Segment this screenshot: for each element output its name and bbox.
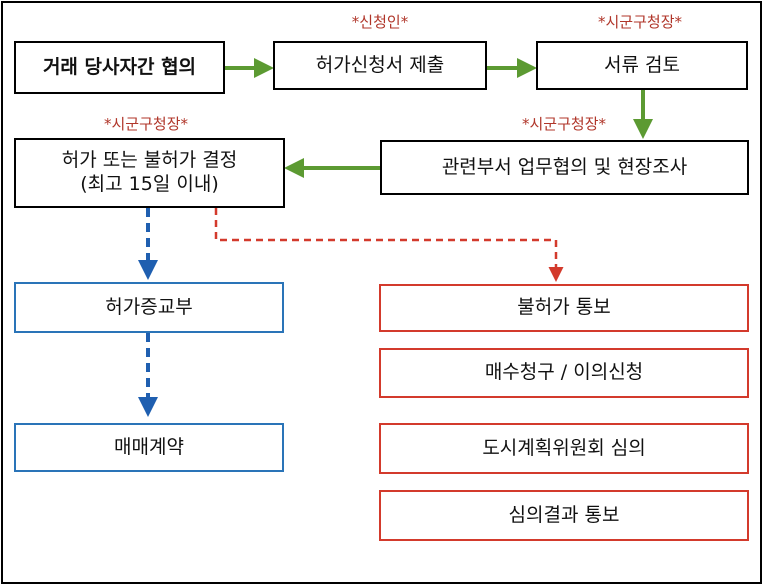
node-purchase-request-objection: 매수청구 / 이의신청 (379, 348, 749, 398)
node-rejection-notice: 불허가 통보 (379, 284, 749, 332)
node-urban-planning-review-label: 도시계획위원회 심의 (482, 436, 646, 459)
node-purchase-request-objection-label: 매수청구 / 이의신청 (484, 361, 644, 384)
node-review-result-notice-label: 심의결과 통보 (508, 503, 620, 526)
actor-label-mayor-review: *시군구청장* (597, 13, 683, 31)
node-negotiation: 거래 당사자간 협의 (14, 41, 225, 94)
node-negotiation-label: 거래 당사자간 협의 (42, 55, 197, 78)
node-decision-label: 허가 또는 불허가 결정 (61, 149, 238, 172)
node-dept-consult-survey-label: 관련부서 업무협의 및 현장조사 (441, 155, 688, 178)
actor-label-mayor-consult: *시군구청장* (521, 115, 607, 133)
node-document-review-label: 서류 검토 (604, 53, 680, 76)
node-submit-application: 허가신청서 제출 (273, 41, 487, 90)
node-dept-consult-survey: 관련부서 업무협의 및 현장조사 (380, 140, 749, 195)
node-urban-planning-review: 도시계획위원회 심의 (379, 423, 749, 474)
node-sale-contract-label: 매매계약 (114, 435, 184, 458)
actor-label-mayor-decision: *시군구청장* (103, 115, 189, 133)
actor-label-applicant: *신청인* (351, 13, 409, 31)
node-decision-sublabel: (최고 15일 이내) (80, 173, 219, 195)
node-sale-contract: 매매계약 (14, 423, 284, 472)
arrow-decision-to-rejection (214, 208, 564, 282)
node-permit-issued-label: 허가증교부 (105, 295, 193, 318)
node-review-result-notice: 심의결과 통보 (379, 490, 749, 541)
node-decision: 허가 또는 불허가 결정 (최고 15일 이내) (14, 138, 285, 208)
node-document-review: 서류 검토 (536, 41, 748, 90)
node-permit-issued: 허가증교부 (14, 282, 284, 333)
node-rejection-notice-label: 불허가 통보 (517, 296, 611, 319)
node-submit-application-label: 허가신청서 제출 (315, 53, 445, 76)
